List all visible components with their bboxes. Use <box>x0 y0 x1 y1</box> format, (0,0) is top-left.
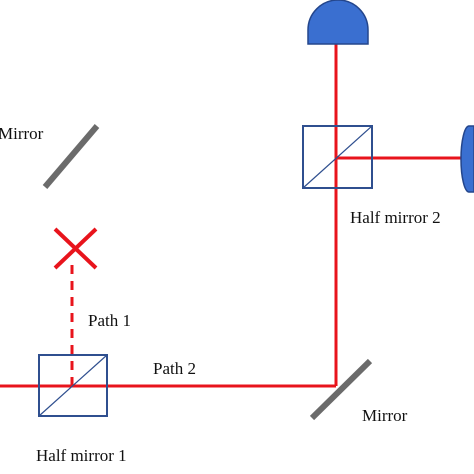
x-mark-icon <box>53 227 98 270</box>
label-half-mirror-2: Half mirror 2 <box>350 208 441 227</box>
half-mirror-1-beam-splitter <box>38 354 108 417</box>
label-path-2: Path 2 <box>153 359 196 378</box>
detector-dome-icon <box>307 0 369 45</box>
mirror-bottom <box>309 358 373 421</box>
detector-dome-icon <box>460 125 474 193</box>
label-path-1: Path 1 <box>88 311 131 330</box>
label-half-mirror-1: Half mirror 1 <box>36 446 127 465</box>
label-mirror-bottom: Mirror <box>362 406 408 425</box>
label-mirror-top: Mirror <box>0 124 44 143</box>
half-mirror-2-beam-splitter <box>302 125 373 189</box>
mirror-top <box>42 124 100 189</box>
